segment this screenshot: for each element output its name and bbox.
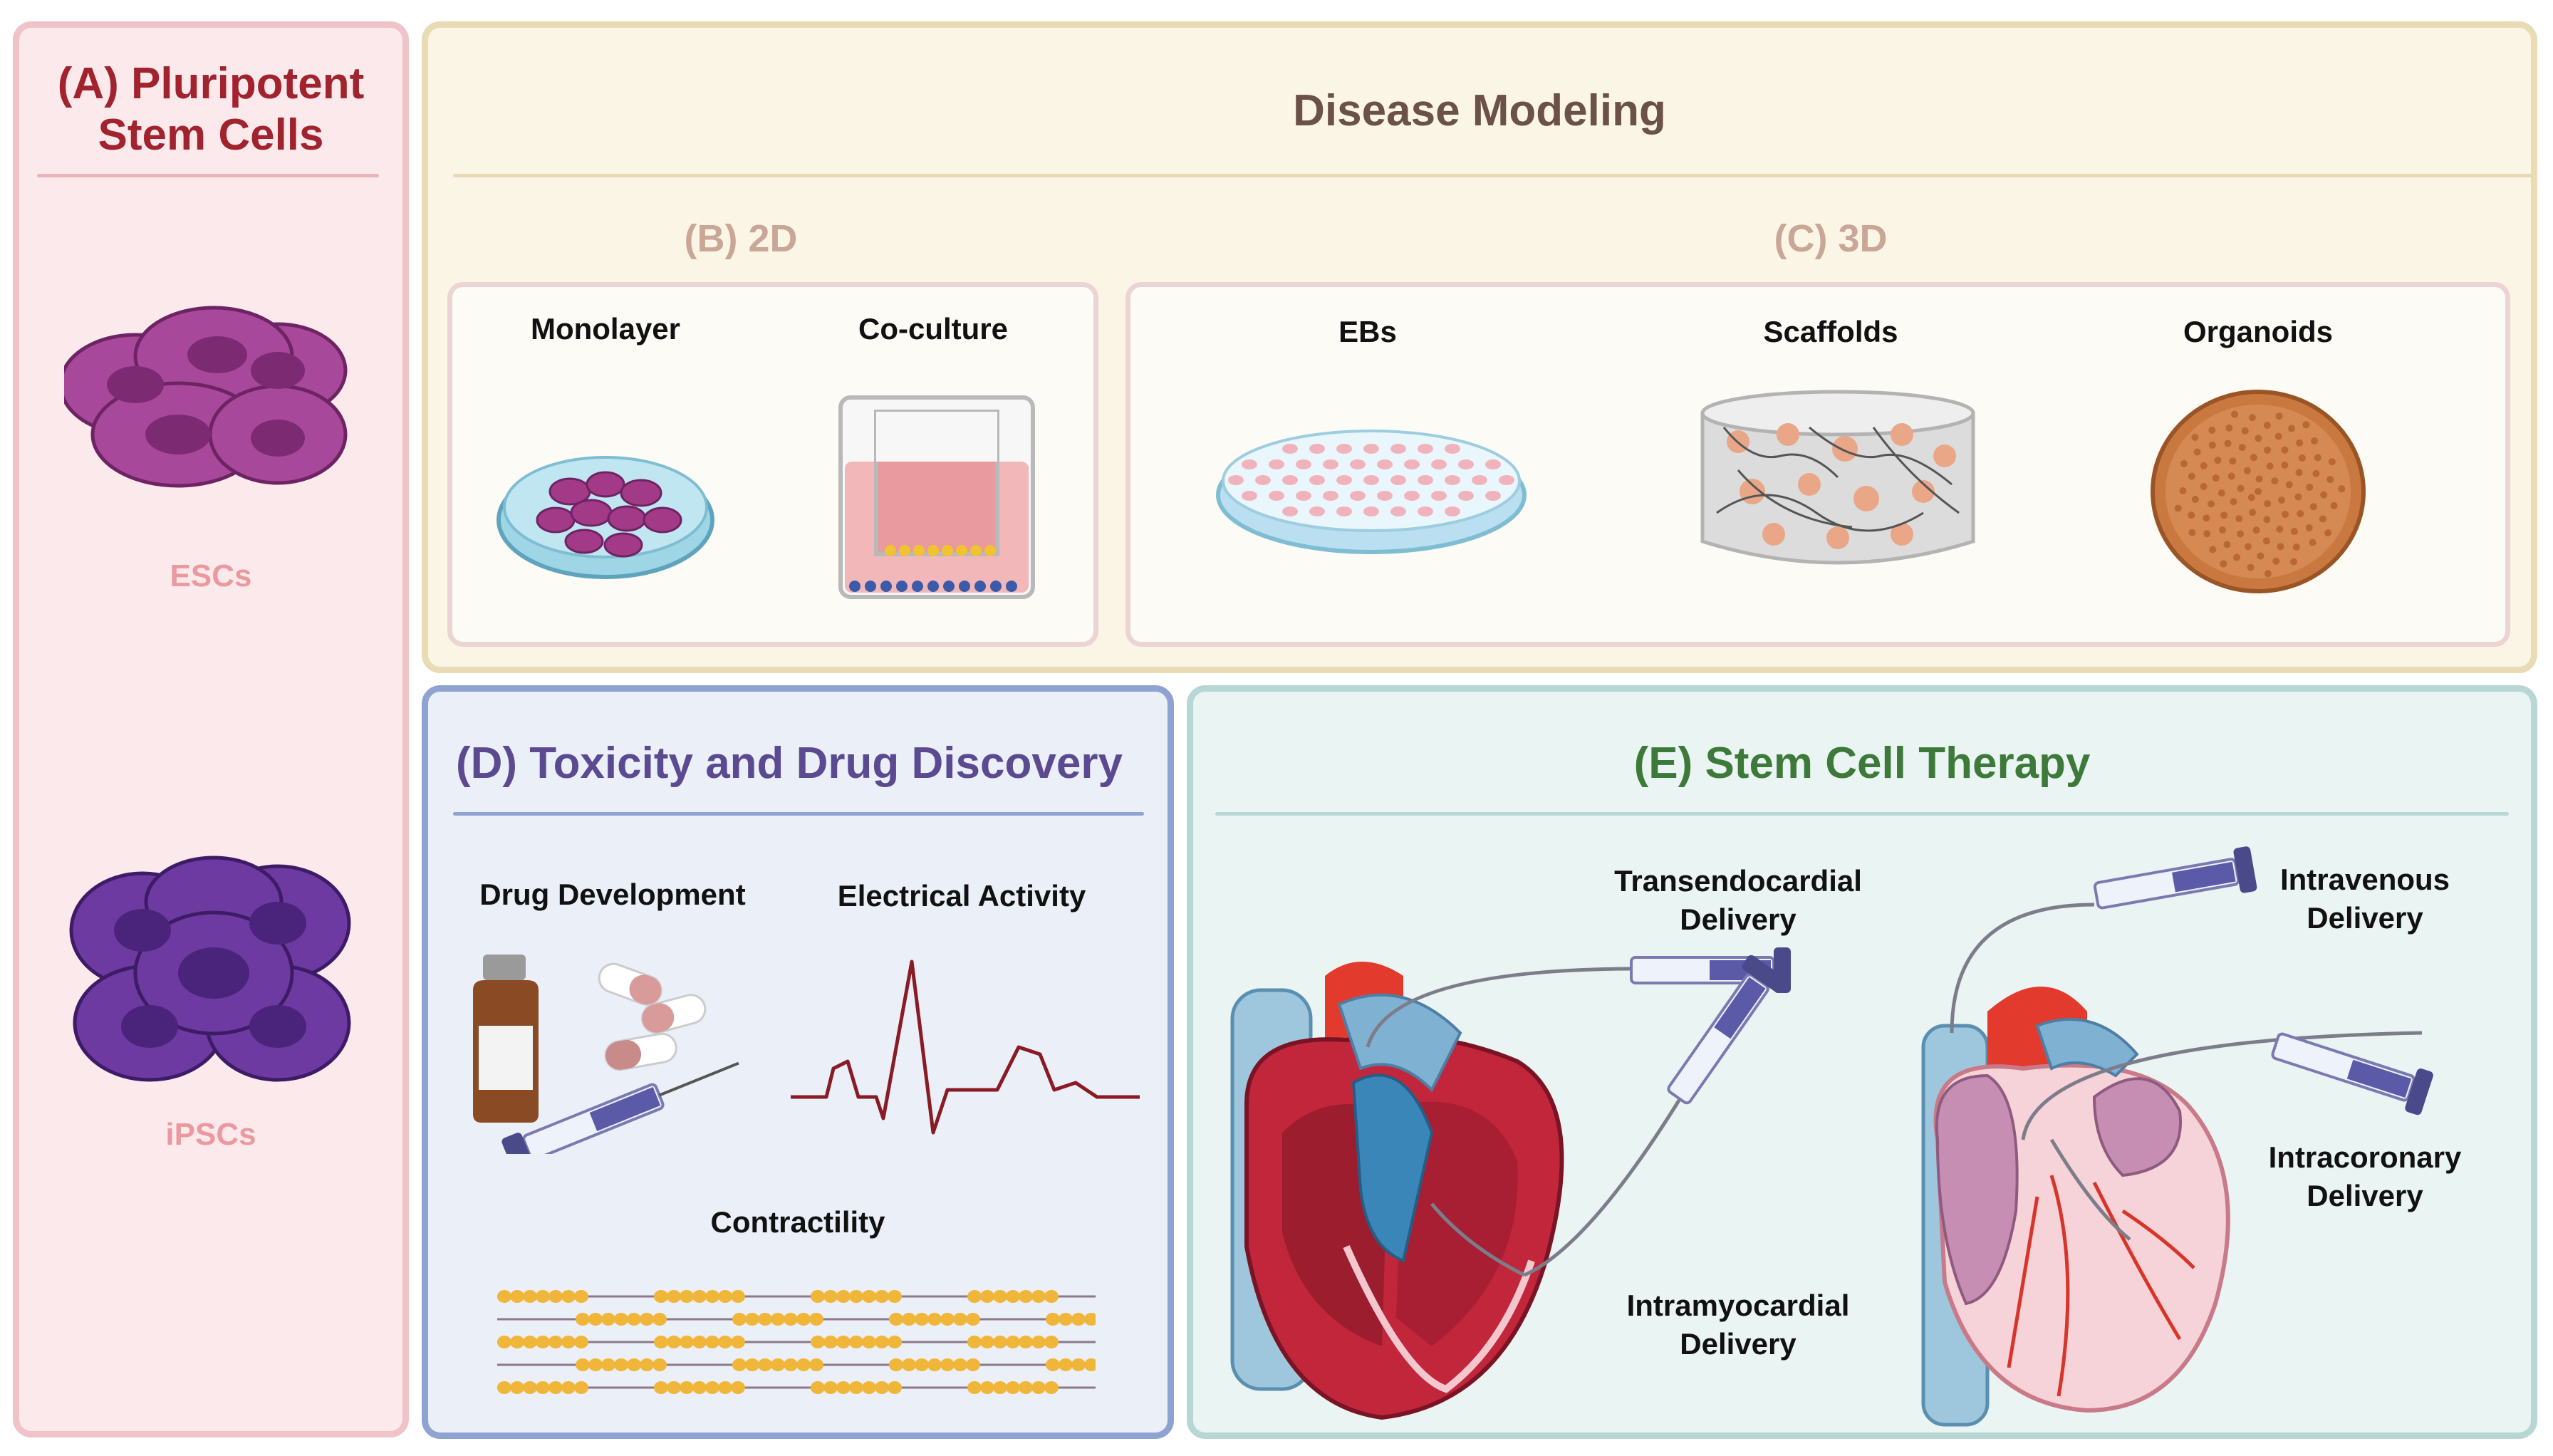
monolayer-dish-icon: [496, 456, 714, 579]
panel-toxicity-drug-discovery: [422, 685, 1174, 1439]
drug-vial-pills-syringe-icon: [473, 955, 739, 1154]
esc-cell-cluster-icon: [64, 306, 348, 488]
embryoid-bodies-dish-icon: [1216, 430, 1527, 554]
ebs-label: EBs: [1338, 315, 1397, 348]
panel-a-title: (A) Pluripotent Stem Cells: [57, 59, 365, 160]
monolayer-label: Monolayer: [530, 312, 681, 345]
drug-development-label: Drug Development: [479, 878, 746, 911]
disease-modeling-title: Disease Modeling: [1293, 86, 1666, 135]
panel-e-divider: [1215, 812, 2509, 816]
panel-pluripotent-stem-cells: [13, 21, 409, 1437]
panel-d-title: (D) Toxicity and Drug Discovery: [456, 739, 1123, 788]
ecg-waveform-icon: [791, 960, 1140, 1135]
disease-modeling-divider: [453, 174, 2533, 177]
heart-exterior-icon: [1921, 846, 2433, 1427]
panel-e-title: (E) Stem Cell Therapy: [1633, 739, 2091, 788]
section-3d-title: (C) 3D: [1774, 217, 1888, 260]
organoids-label: Organoids: [2183, 315, 2334, 348]
ipsc-label: iPSCs: [165, 1117, 256, 1152]
coculture-transwell-icon: [838, 395, 1035, 599]
section-2d-title: (B) 2D: [684, 217, 798, 260]
esc-label: ESCs: [170, 558, 252, 593]
panel-d-divider: [453, 812, 1144, 816]
ipsc-cell-cluster-icon: [69, 856, 351, 1082]
heart-cross-section-icon: [1230, 947, 1791, 1420]
scaffold-icon: [1700, 390, 1975, 565]
electrical-activity-label: Electrical Activity: [837, 879, 1086, 912]
contractility-label: Contractility: [710, 1205, 885, 1239]
panel-a-divider: [37, 174, 379, 177]
contractility-sarcomere-icon: [497, 1290, 1096, 1394]
organoid-icon: [2151, 390, 2366, 593]
scaffolds-label: Scaffolds: [1763, 315, 1898, 348]
coculture-label: Co-culture: [858, 312, 1008, 345]
